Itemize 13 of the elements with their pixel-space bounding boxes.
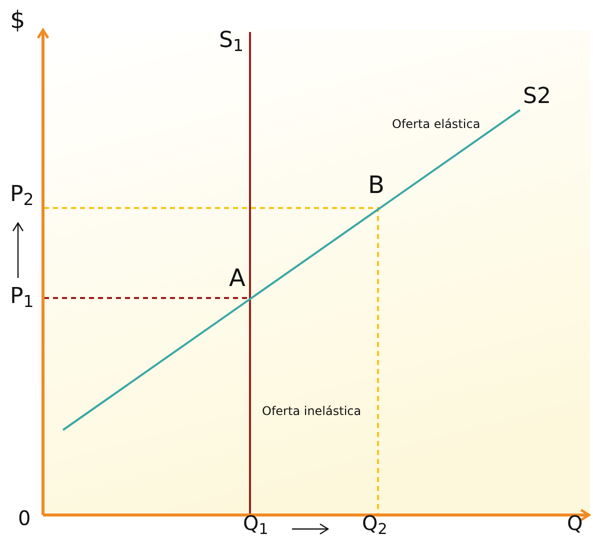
axis-label: P$_{1}$ — [10, 286, 34, 308]
axis-label: Q — [567, 513, 583, 533]
axis-label: Oferta inelástica — [262, 405, 362, 417]
axis-label: Q$_{1}$ — [243, 513, 268, 533]
axis-label: S2 — [523, 86, 551, 108]
axis-label: P$_{2}$ — [10, 184, 34, 206]
axis-label: S$_{1}$ — [219, 30, 244, 52]
axis-label: Q$_{2}$ — [362, 513, 388, 533]
axis-label: A — [229, 266, 246, 290]
axis-label: 0 — [18, 508, 31, 528]
axis-label: B — [368, 173, 384, 197]
axis-label: Oferta elástica — [392, 118, 480, 130]
axis-label: $ — [10, 8, 26, 32]
